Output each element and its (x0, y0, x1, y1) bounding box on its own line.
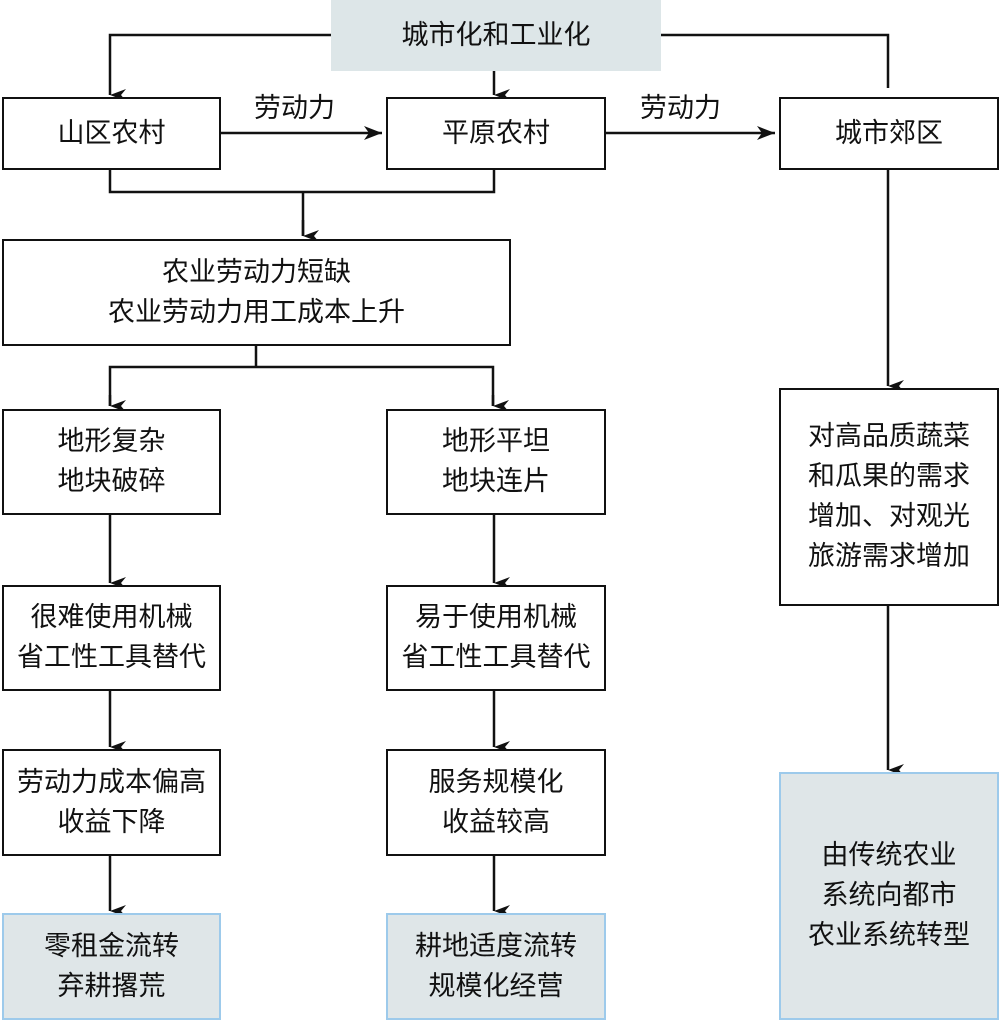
node-text: 地块破碎 (57, 466, 166, 497)
node-hard-mechanize: 很难使用机械 省工性工具替代 (2, 585, 221, 691)
node-text: 系统向都市 (821, 880, 957, 911)
node-text: 旅游需求增加 (808, 541, 970, 572)
node-text: 弃耕撂荒 (57, 970, 166, 1002)
edge-labor-shortage-split (108, 345, 495, 406)
node-transition: 由传统农业 系统向都市 农业系统转型 (779, 772, 999, 1020)
node-text: 对高品质蔬菜 (808, 421, 970, 452)
node-labor-shortage: 农业劳动力短缺 农业劳动力用工成本上升 (2, 239, 511, 346)
node-text: 很难使用机械 (30, 602, 193, 633)
node-text: 平原农村 (442, 117, 550, 149)
node-text: 农业劳动力用工成本上升 (108, 296, 405, 328)
edge-label-labor-2: 劳动力 (640, 93, 721, 124)
node-text: 零租金流转 (44, 930, 179, 962)
node-text: 增加、对观光 (808, 501, 970, 532)
node-text: 服务规模化 (428, 766, 564, 798)
node-text: 山区农村 (57, 117, 166, 149)
node-text: 农业系统转型 (808, 920, 970, 951)
node-moderate-transfer: 耕地适度流转 规模化经营 (386, 913, 606, 1020)
node-abandon: 零租金流转 弃耕撂荒 (2, 913, 221, 1020)
node-service-scale: 服务规模化 收益较高 (386, 749, 606, 856)
node-text: 农业劳动力短缺 (162, 256, 351, 288)
node-text: 耕地适度流转 (415, 930, 577, 962)
node-plain-village: 平原农村 (386, 97, 606, 170)
edge-label-labor-1: 劳动力 (254, 93, 335, 124)
node-text: 地形复杂 (57, 426, 166, 457)
node-urbanization: 城市化和工业化 (331, 0, 661, 71)
node-text: 和瓜果的需求 (808, 461, 970, 492)
node-mountain-village: 山区农村 (2, 97, 221, 170)
node-text: 收益较高 (442, 806, 550, 838)
node-text: 地块连片 (442, 466, 550, 497)
node-flat-terrain: 地形平坦 地块连片 (386, 409, 606, 515)
edge-urbanization-to-mountain-village (108, 33, 331, 101)
node-text: 由传统农业 (821, 840, 957, 871)
node-complex-terrain: 地形复杂 地块破碎 (2, 409, 221, 515)
node-high-cost: 劳动力成本偏高 收益下降 (2, 749, 221, 856)
node-text: 地形平坦 (442, 426, 550, 457)
edge-urbanization-to-suburb (661, 33, 890, 88)
node-demand: 对高品质蔬菜 和瓜果的需求 增加、对观光 旅游需求增加 (779, 388, 999, 606)
node-text: 劳动力成本偏高 (17, 766, 206, 798)
node-text: 易于使用机械 (415, 602, 577, 633)
node-text: 省工性工具替代 (17, 642, 206, 673)
node-suburb: 城市郊区 (779, 97, 999, 170)
node-text: 规模化经营 (428, 970, 564, 1002)
node-easy-mechanize: 易于使用机械 省工性工具替代 (386, 585, 606, 691)
node-text: 收益下降 (57, 806, 166, 838)
node-text: 省工性工具替代 (401, 642, 591, 673)
node-text: 城市郊区 (835, 117, 943, 149)
node-text: 城市化和工业化 (401, 19, 591, 51)
